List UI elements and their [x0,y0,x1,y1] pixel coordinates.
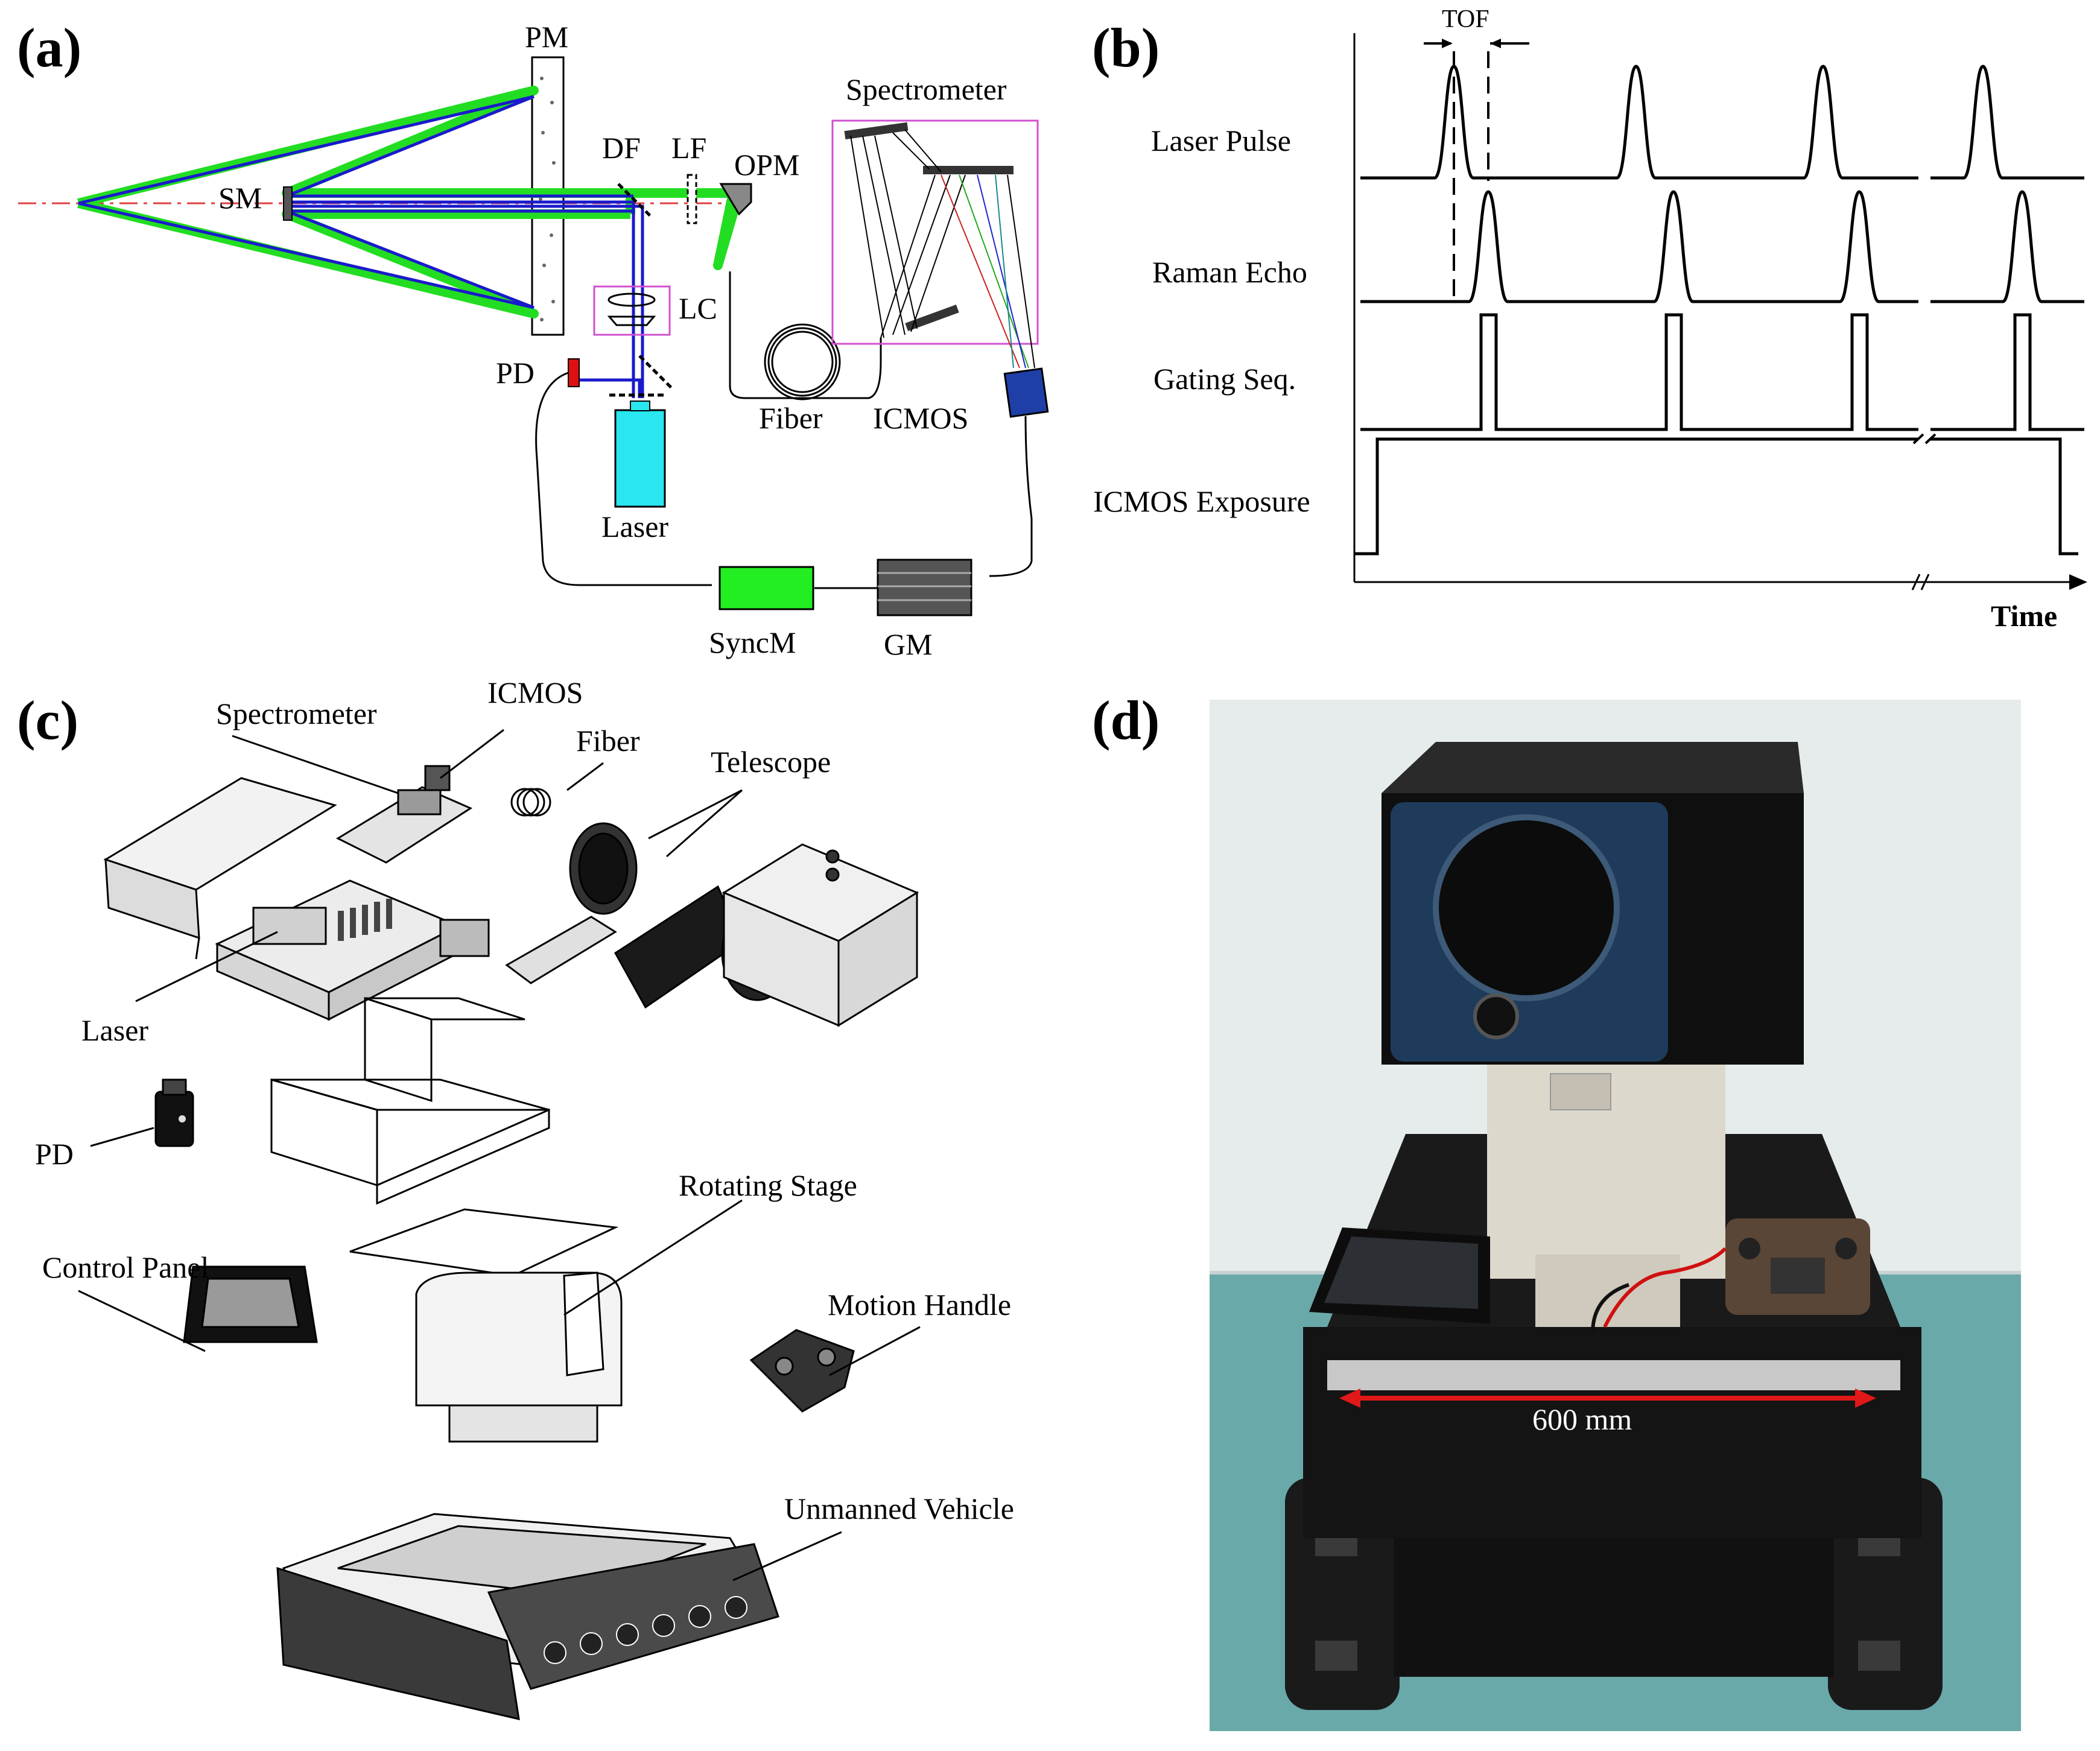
photo-remote-screen [1771,1258,1825,1294]
label-df: DF [602,131,641,165]
panel-label-d: (d) [1092,689,1159,751]
sync-module [719,566,814,610]
photodiode [568,358,580,387]
spectrometer-board [335,765,473,864]
label-c-telescope: Telescope [711,745,831,779]
label-c-control-panel: Control Panel [42,1250,209,1284]
label-pm: PM [525,20,568,54]
spectrometer-box [831,119,1039,345]
photo-stage-plate [1550,1073,1611,1110]
label-c-spectrometer: Spectrometer [216,697,377,730]
label-c-icmos: ICMOS [487,676,583,709]
label-syncm: SyncM [709,625,796,659]
beam-splitter [638,355,674,390]
label-spectrometer: Spectrometer [846,72,1007,106]
label-opm: OPM [734,148,799,182]
label-c-motion-handle: Motion Handle [828,1288,1011,1322]
waveform-break-marks [1912,433,1937,445]
scale-arrow-right [1855,1388,1876,1408]
axis-break [1911,574,1930,591]
photo-stage-base [1535,1255,1680,1327]
photo-ruler [1327,1360,1900,1390]
panel-a-optical-layout: PM SM DF LF OPM LC PD Laser Fiber ICMOS … [18,20,1049,661]
control-panel-device [183,1265,318,1343]
waveforms [1354,65,2084,556]
off-axis-parabolic-mirror [719,183,752,216]
label-laser: Laser [601,510,668,543]
lc-lens-top [607,293,656,307]
label-lc: LC [679,291,717,325]
panel-c-exploded-view: Spectrometer ICMOS Fiber Telescope Laser… [35,676,1014,1720]
lens-combination-box [593,285,671,336]
lower-frames [270,996,550,1205]
long-pass-filter [687,174,697,224]
lc-lens-bottom [607,315,656,326]
laser-aperture [630,401,650,411]
motion-handle-device [749,1329,855,1413]
label-lf: LF [671,131,706,165]
primary-mirror-texture [539,77,556,321]
label-c-fiber: Fiber [576,724,640,758]
label-c-pd: PD [35,1137,74,1171]
signal-name-icmos-exposure: ICMOS Exposure [1093,484,1310,518]
spectrometer-optics [844,122,1035,369]
unmanned-vehicle-cad [276,1513,779,1720]
x-axis-arrow [2069,574,2087,590]
signal-name-laser-pulse: Laser Pulse [1151,124,1291,157]
label-c-laser: Laser [81,1013,148,1047]
label-sm: SM [218,181,262,215]
photo-black-cable [1591,1283,1629,1334]
photo-housing-top [1381,742,1804,793]
signal-name-raman-echo: Raman Echo [1152,255,1307,289]
photo-tablet-screen [1324,1236,1478,1309]
label-c-unmanned-vehicle: Unmanned Vehicle [784,1492,1014,1525]
top-cover [103,777,337,960]
panel-label-a: (a) [17,17,81,78]
dichroic-filter [617,183,653,218]
label-icmos: ICMOS [873,401,968,435]
photo-red-cable [1603,1247,1727,1328]
panel-b-timing: TOF Laser Pulse Raman Echo Gating Seq. I… [1093,5,2087,633]
signal-name-gating-seq: Gating Seq. [1153,362,1296,396]
wave-gating-seq [1360,313,2084,431]
panel-label-b: (b) [1092,17,1159,78]
scale-label: 600 mm [1532,1402,1632,1436]
rotating-stage-unit [349,1208,623,1443]
photo-chassis [1394,1526,1834,1677]
photo-telescope-aperture [1433,814,1620,1001]
laser-source [614,409,666,508]
photo-lens-knob [1473,993,1519,1039]
secondary-mirror [283,186,293,221]
rear-housing [722,843,919,1027]
fiber-coil [510,788,551,817]
gating-module [877,559,972,616]
signal-cables [535,372,1033,589]
label-tof: TOF [1442,5,1489,33]
leader-lines [78,729,921,1582]
wave-laser-pulse [1360,65,2084,180]
scale-arrow-left [1339,1388,1360,1408]
label-fiber: Fiber [759,401,823,435]
photodiode-module [154,1078,194,1147]
panel-d-photo: 600 mm [1210,700,2021,1731]
wave-raman-echo [1360,190,2084,303]
panel-label-c: (c) [17,689,78,751]
x-axis-label-time: Time [1991,599,2057,633]
wave-icmos-exposure [1354,437,2078,556]
label-pd: PD [496,356,535,390]
optical-fiber [729,271,882,401]
label-c-rotating-stage: Rotating Stage [679,1168,857,1202]
icmos-camera [1003,367,1049,418]
label-gm: GM [884,627,933,661]
tof-markers [1424,39,1529,299]
laser-base [215,879,490,1021]
